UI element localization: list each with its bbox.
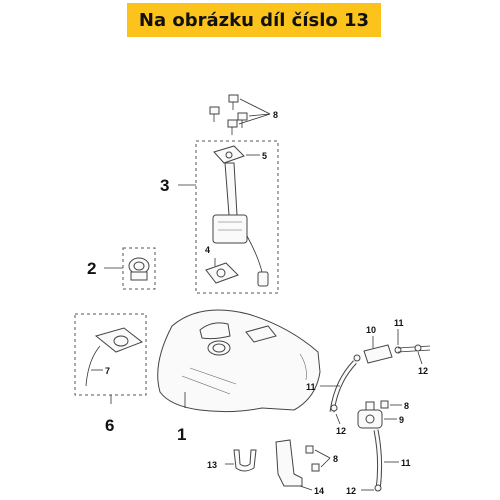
tank-clamp: [233, 449, 257, 472]
fuel-cap: [128, 257, 150, 281]
fuel-sender: [205, 145, 269, 287]
bolt: [228, 94, 239, 110]
callout-8: 8: [273, 110, 278, 120]
filler-tray-box: [74, 313, 147, 396]
callout-1: 1: [177, 425, 186, 444]
bolt: [227, 119, 238, 135]
callout-12: 12: [418, 366, 428, 376]
bolt: [237, 112, 248, 128]
fuel-valve: [357, 401, 383, 429]
callout-12: 12: [336, 426, 346, 436]
callout-5: 5: [262, 151, 267, 161]
callout-11: 11: [401, 458, 411, 468]
bracket-bolts: [305, 445, 331, 472]
caption-banner: Na obrázku díl číslo 13: [127, 3, 381, 37]
callout-10: 10: [366, 325, 376, 335]
callout-12: 12: [346, 486, 356, 496]
callout-3: 3: [160, 176, 169, 195]
callout-7: 7: [105, 366, 110, 376]
callout-8: 8: [333, 454, 338, 464]
callout-4: 4: [205, 245, 210, 255]
bolts-group: [209, 94, 271, 135]
tank-bracket: [275, 439, 303, 487]
filler-tray: [85, 327, 144, 387]
callout-13: 13: [207, 460, 217, 470]
fuel-tank: [157, 309, 321, 413]
valve-bolt: [380, 400, 389, 409]
bolt: [209, 106, 220, 122]
callout-6: 6: [105, 416, 114, 435]
fuel-filter: [353, 344, 431, 364]
callout-11: 11: [394, 318, 404, 328]
lower-hose: [373, 429, 383, 492]
caption-text: Na obrázku díl číslo 13: [138, 9, 370, 31]
callout-8: 8: [404, 401, 409, 411]
callout-11: 11: [306, 382, 316, 392]
sender-assembly-box: [195, 140, 279, 294]
callout-9: 9: [399, 415, 404, 425]
callout-2: 2: [87, 259, 96, 278]
fuel-hose: [329, 360, 357, 413]
callout-14: 14: [314, 486, 324, 496]
